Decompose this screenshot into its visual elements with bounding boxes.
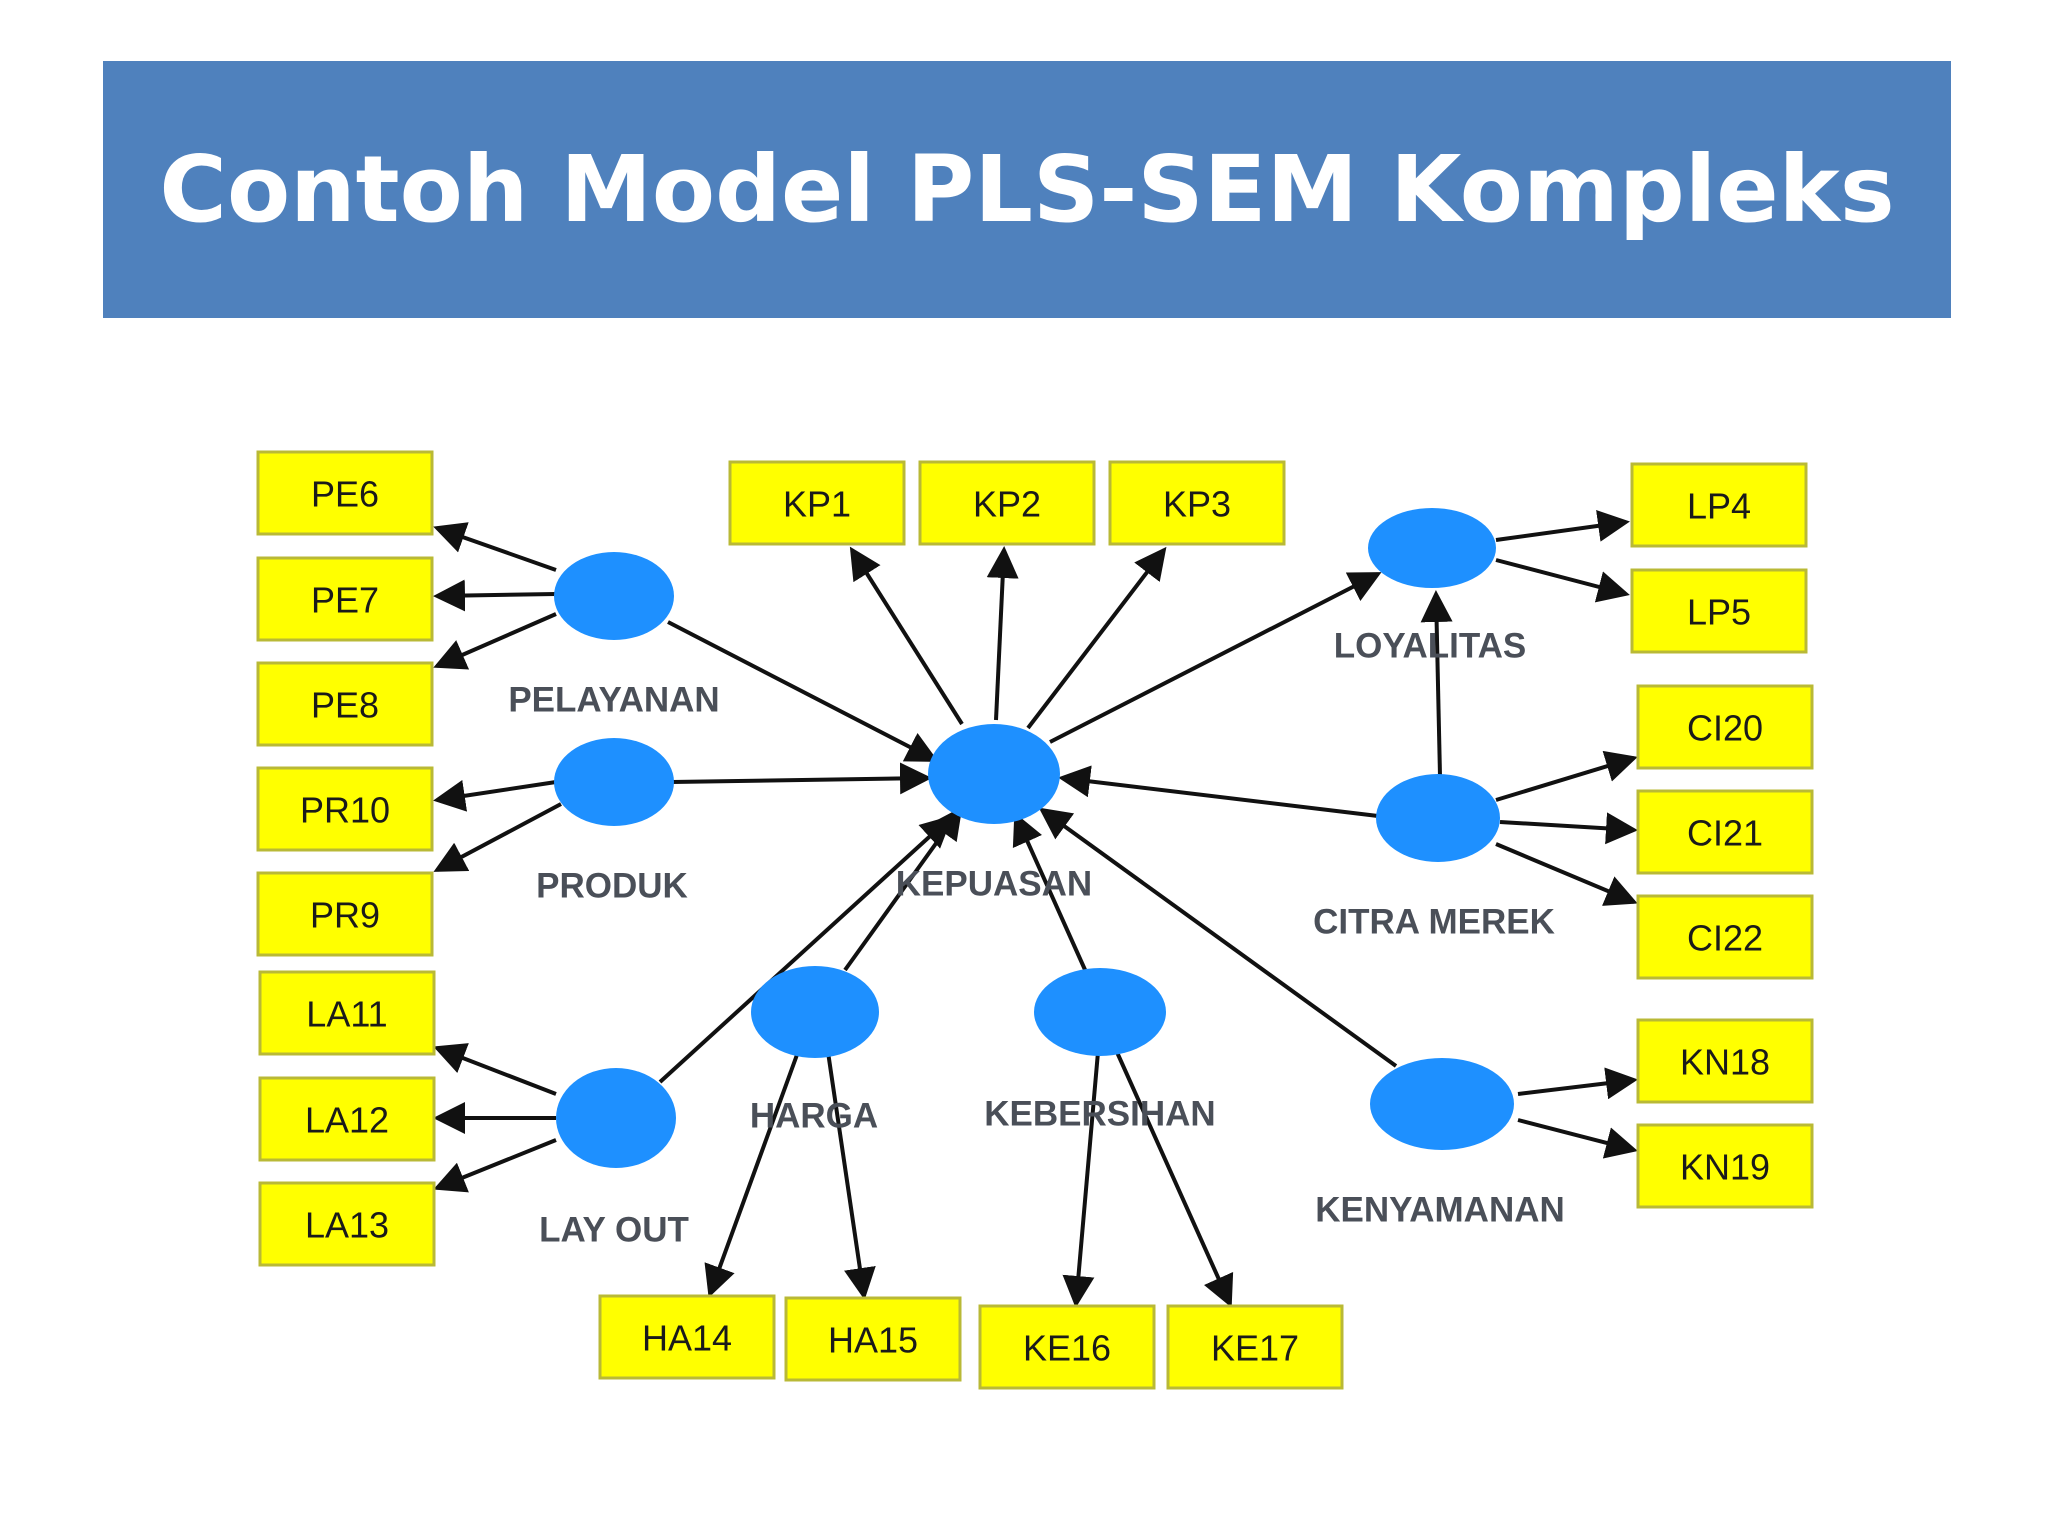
indicator-label: KP1 bbox=[783, 484, 851, 525]
latent-produk bbox=[554, 738, 674, 826]
indicator-label: KN19 bbox=[1680, 1147, 1770, 1188]
arrow-kebersihan-ke17 bbox=[1114, 1049, 1234, 1308]
indicator-kn18: KN18 bbox=[1636, 1018, 1814, 1104]
indicator-pe8: PE8 bbox=[256, 661, 434, 747]
indicator-label: KP3 bbox=[1163, 484, 1231, 525]
latent-citra-merek bbox=[1376, 774, 1500, 862]
indicator-pe6: PE6 bbox=[256, 450, 434, 536]
indicator-label: LP4 bbox=[1687, 486, 1751, 527]
indicator-ke16: KE16 bbox=[978, 1304, 1156, 1390]
arrow-citra-ci20 bbox=[1495, 750, 1638, 802]
arrow-pelayanan-pe7 bbox=[433, 579, 557, 612]
indicator-kn19: KN19 bbox=[1636, 1123, 1814, 1209]
arrow-layout-la13 bbox=[433, 1138, 557, 1193]
arrow-kenyamanan-kn19 bbox=[1517, 1118, 1638, 1159]
label-produk: PRODUK bbox=[536, 867, 688, 906]
indicator-label: LA13 bbox=[305, 1205, 389, 1246]
indicator-label: HA15 bbox=[828, 1320, 918, 1361]
indicator-label: PR9 bbox=[310, 895, 380, 936]
indicator-label: CI22 bbox=[1687, 918, 1763, 959]
latent-harga bbox=[751, 966, 879, 1058]
arrow-citra-kepuasan bbox=[1058, 765, 1379, 818]
indicator-pr10: PR10 bbox=[256, 766, 434, 852]
indicator-label: KP2 bbox=[973, 484, 1041, 525]
indicator-label: LP5 bbox=[1687, 592, 1751, 633]
arrow-kenyamanan-kn18 bbox=[1517, 1067, 1638, 1100]
arrow-kepuasan-kp3 bbox=[1026, 546, 1167, 730]
indicator-ke17: KE17 bbox=[1166, 1304, 1344, 1390]
indicator-label: CI21 bbox=[1687, 813, 1763, 854]
arrow-kenyamanan-kepuasan bbox=[1038, 807, 1398, 1068]
indicator-kp3: KP3 bbox=[1108, 460, 1286, 546]
indicator-label: HA14 bbox=[642, 1318, 732, 1359]
arrow-layout-la11 bbox=[433, 1043, 557, 1096]
arrow-citra-ci22 bbox=[1495, 842, 1638, 906]
latent-variables bbox=[554, 508, 1514, 1168]
latent-loyalitas bbox=[1368, 508, 1496, 588]
arrow-harga-kepuasan bbox=[843, 806, 963, 972]
arrow-citra-ci21 bbox=[1499, 812, 1638, 845]
label-kebersihan: KEBERSIHAN bbox=[984, 1095, 1215, 1134]
arrow-harga-ha14 bbox=[704, 1051, 800, 1298]
arrow-kepuasan-loyalitas bbox=[1049, 572, 1382, 744]
indicator-lp4: LP4 bbox=[1630, 462, 1808, 548]
indicator-ha15: HA15 bbox=[784, 1296, 962, 1382]
arrow-harga-ha15 bbox=[826, 1051, 876, 1300]
arrow-pelayanan-pe8 bbox=[433, 612, 557, 670]
latent-kepuasan bbox=[928, 724, 1060, 824]
latent-kebersihan bbox=[1034, 968, 1166, 1056]
arrow-kebersihan-ke16 bbox=[1062, 1051, 1100, 1308]
indicator-ha14: HA14 bbox=[598, 1294, 776, 1380]
indicator-pr9: PR9 bbox=[256, 871, 434, 957]
arrow-kebersihan-kepuasan bbox=[1012, 812, 1088, 973]
label-kepuasan: KEPUASAN bbox=[896, 865, 1092, 904]
arrow-kepuasan-kp1 bbox=[849, 546, 964, 726]
page-title: Contoh Model PLS-SEM Kompleks bbox=[159, 136, 1895, 243]
indicator-ci22: CI22 bbox=[1636, 894, 1814, 980]
arrow-produk-pr9 bbox=[433, 802, 562, 872]
arrow-produk-kepuasan bbox=[671, 762, 932, 795]
label-layout: LAY OUT bbox=[539, 1211, 689, 1250]
arrow-loyalitas-lp5 bbox=[1495, 558, 1630, 603]
arrow-citra-loyalitas bbox=[1420, 590, 1453, 777]
indicator-label: PR10 bbox=[300, 790, 390, 831]
label-citra-merek: CITRA MEREK bbox=[1313, 903, 1555, 942]
indicator-la11: LA11 bbox=[258, 970, 436, 1056]
indicator-label: LA11 bbox=[306, 994, 387, 1035]
indicator-label: PE8 bbox=[311, 685, 379, 726]
latent-labels: PELAYANAN PRODUK LAY OUT HARGA KEPUASAN … bbox=[508, 627, 1564, 1250]
indicator-kp1: KP1 bbox=[728, 460, 906, 546]
arrow-produk-pr10 bbox=[433, 779, 557, 812]
indicator-label: KE17 bbox=[1211, 1328, 1299, 1369]
indicator-boxes: PE6 PE7 PE8 PR10 PR9 LA11 LA12 LA13 bbox=[256, 450, 1814, 1390]
path-arrows bbox=[433, 509, 1638, 1308]
title-banner: Contoh Model PLS-SEM Kompleks bbox=[103, 61, 1951, 318]
indicator-lp5: LP5 bbox=[1630, 568, 1808, 654]
indicator-kp2: KP2 bbox=[918, 460, 1096, 546]
indicator-ci21: CI21 bbox=[1636, 789, 1814, 875]
indicator-label: PE6 bbox=[311, 474, 379, 515]
indicator-la13: LA13 bbox=[258, 1181, 436, 1267]
latent-pelayanan bbox=[554, 552, 674, 640]
label-kenyamanan: KENYAMANAN bbox=[1315, 1191, 1565, 1230]
latent-layout bbox=[556, 1068, 676, 1168]
label-pelayanan: PELAYANAN bbox=[508, 681, 719, 720]
arrow-pelayanan-kepuasan bbox=[667, 620, 939, 762]
indicator-label: KE16 bbox=[1023, 1328, 1111, 1369]
arrow-loyalitas-lp4 bbox=[1495, 509, 1630, 542]
label-harga: HARGA bbox=[750, 1097, 878, 1136]
arrow-layout-kepuasan bbox=[658, 815, 953, 1084]
indicator-la12: LA12 bbox=[258, 1076, 436, 1162]
indicator-label: CI20 bbox=[1687, 708, 1763, 749]
latent-kenyamanan bbox=[1370, 1058, 1514, 1150]
arrow-pelayanan-pe6 bbox=[433, 522, 557, 572]
indicator-pe7: PE7 bbox=[256, 556, 434, 642]
indicator-label: PE7 bbox=[311, 580, 379, 621]
arrow-kepuasan-kp2 bbox=[986, 546, 1019, 721]
indicator-ci20: CI20 bbox=[1636, 684, 1814, 770]
label-loyalitas: LOYALITAS bbox=[1334, 627, 1527, 666]
indicator-label: KN18 bbox=[1680, 1042, 1770, 1083]
indicator-label: LA12 bbox=[305, 1100, 389, 1141]
